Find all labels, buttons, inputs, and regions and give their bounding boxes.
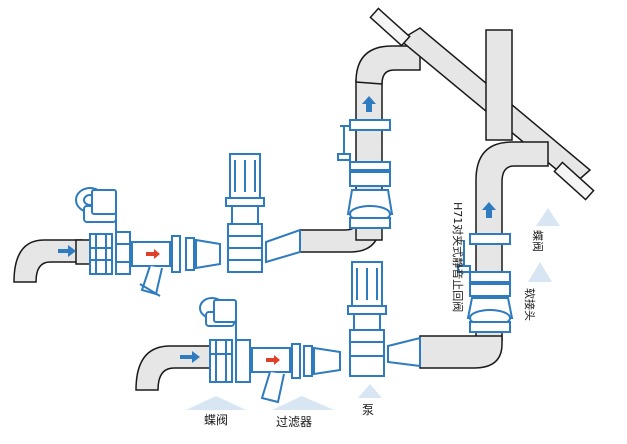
header-flange-bottom [553, 161, 595, 201]
upper-reducer [195, 238, 221, 270]
upper-inlet-elbow [13, 239, 83, 283]
header-flange-top [369, 7, 411, 47]
lower-outlet-reducer [387, 336, 421, 368]
label-butterfly-valve-right: 蝶阀 [531, 230, 545, 252]
label-filter: 过滤器 [276, 415, 312, 429]
filter-flow-arrows [146, 249, 280, 365]
branch-drop-pipe [485, 29, 513, 141]
upper-outlet-reducer [265, 228, 301, 264]
lower-reducer [313, 346, 341, 376]
label-pump: 泵 [362, 403, 374, 417]
flow-arrow-icon [180, 351, 200, 363]
flow-arrow-icon [266, 355, 280, 365]
lower-discharge-pipe [419, 335, 503, 369]
left-top-elbow [355, 45, 421, 85]
label-tags [186, 208, 560, 410]
pump-icon [347, 261, 387, 377]
pump-icon [225, 153, 265, 273]
flow-arrow-icon [146, 249, 160, 259]
label-check-valve: H71对夹式静音止回阀 [451, 202, 465, 312]
handle-icon [337, 125, 351, 161]
soft-joint-icon [115, 231, 131, 275]
label-butterfly-valve: 蝶阀 [204, 412, 228, 427]
y-strainer-icon [131, 241, 171, 297]
handle-icon [457, 240, 471, 273]
upper-flanges [171, 235, 195, 273]
flow-arrows [58, 96, 496, 363]
label-soft-joint: 软接头 [523, 288, 537, 321]
check-valve-icon [466, 297, 514, 333]
y-strainer-icon [251, 347, 291, 404]
lower-flanges [291, 343, 313, 379]
soft-joint-icon [235, 339, 251, 383]
actuator-handwheel-icon [75, 187, 117, 232]
flow-arrow-icon [362, 96, 376, 112]
actuator-handwheel-icon [199, 297, 237, 342]
left-riser-valves [337, 119, 394, 229]
right-riser-valves [457, 233, 514, 333]
butterfly-valve-icon [209, 339, 233, 383]
check-valve-icon [346, 189, 394, 229]
butterfly-valve-icon [89, 233, 113, 275]
lower-inlet-elbow [135, 345, 211, 391]
flow-arrow-icon [58, 245, 76, 257]
upper-line [75, 153, 301, 297]
lower-line [199, 261, 421, 404]
flow-arrow-icon [482, 202, 496, 218]
